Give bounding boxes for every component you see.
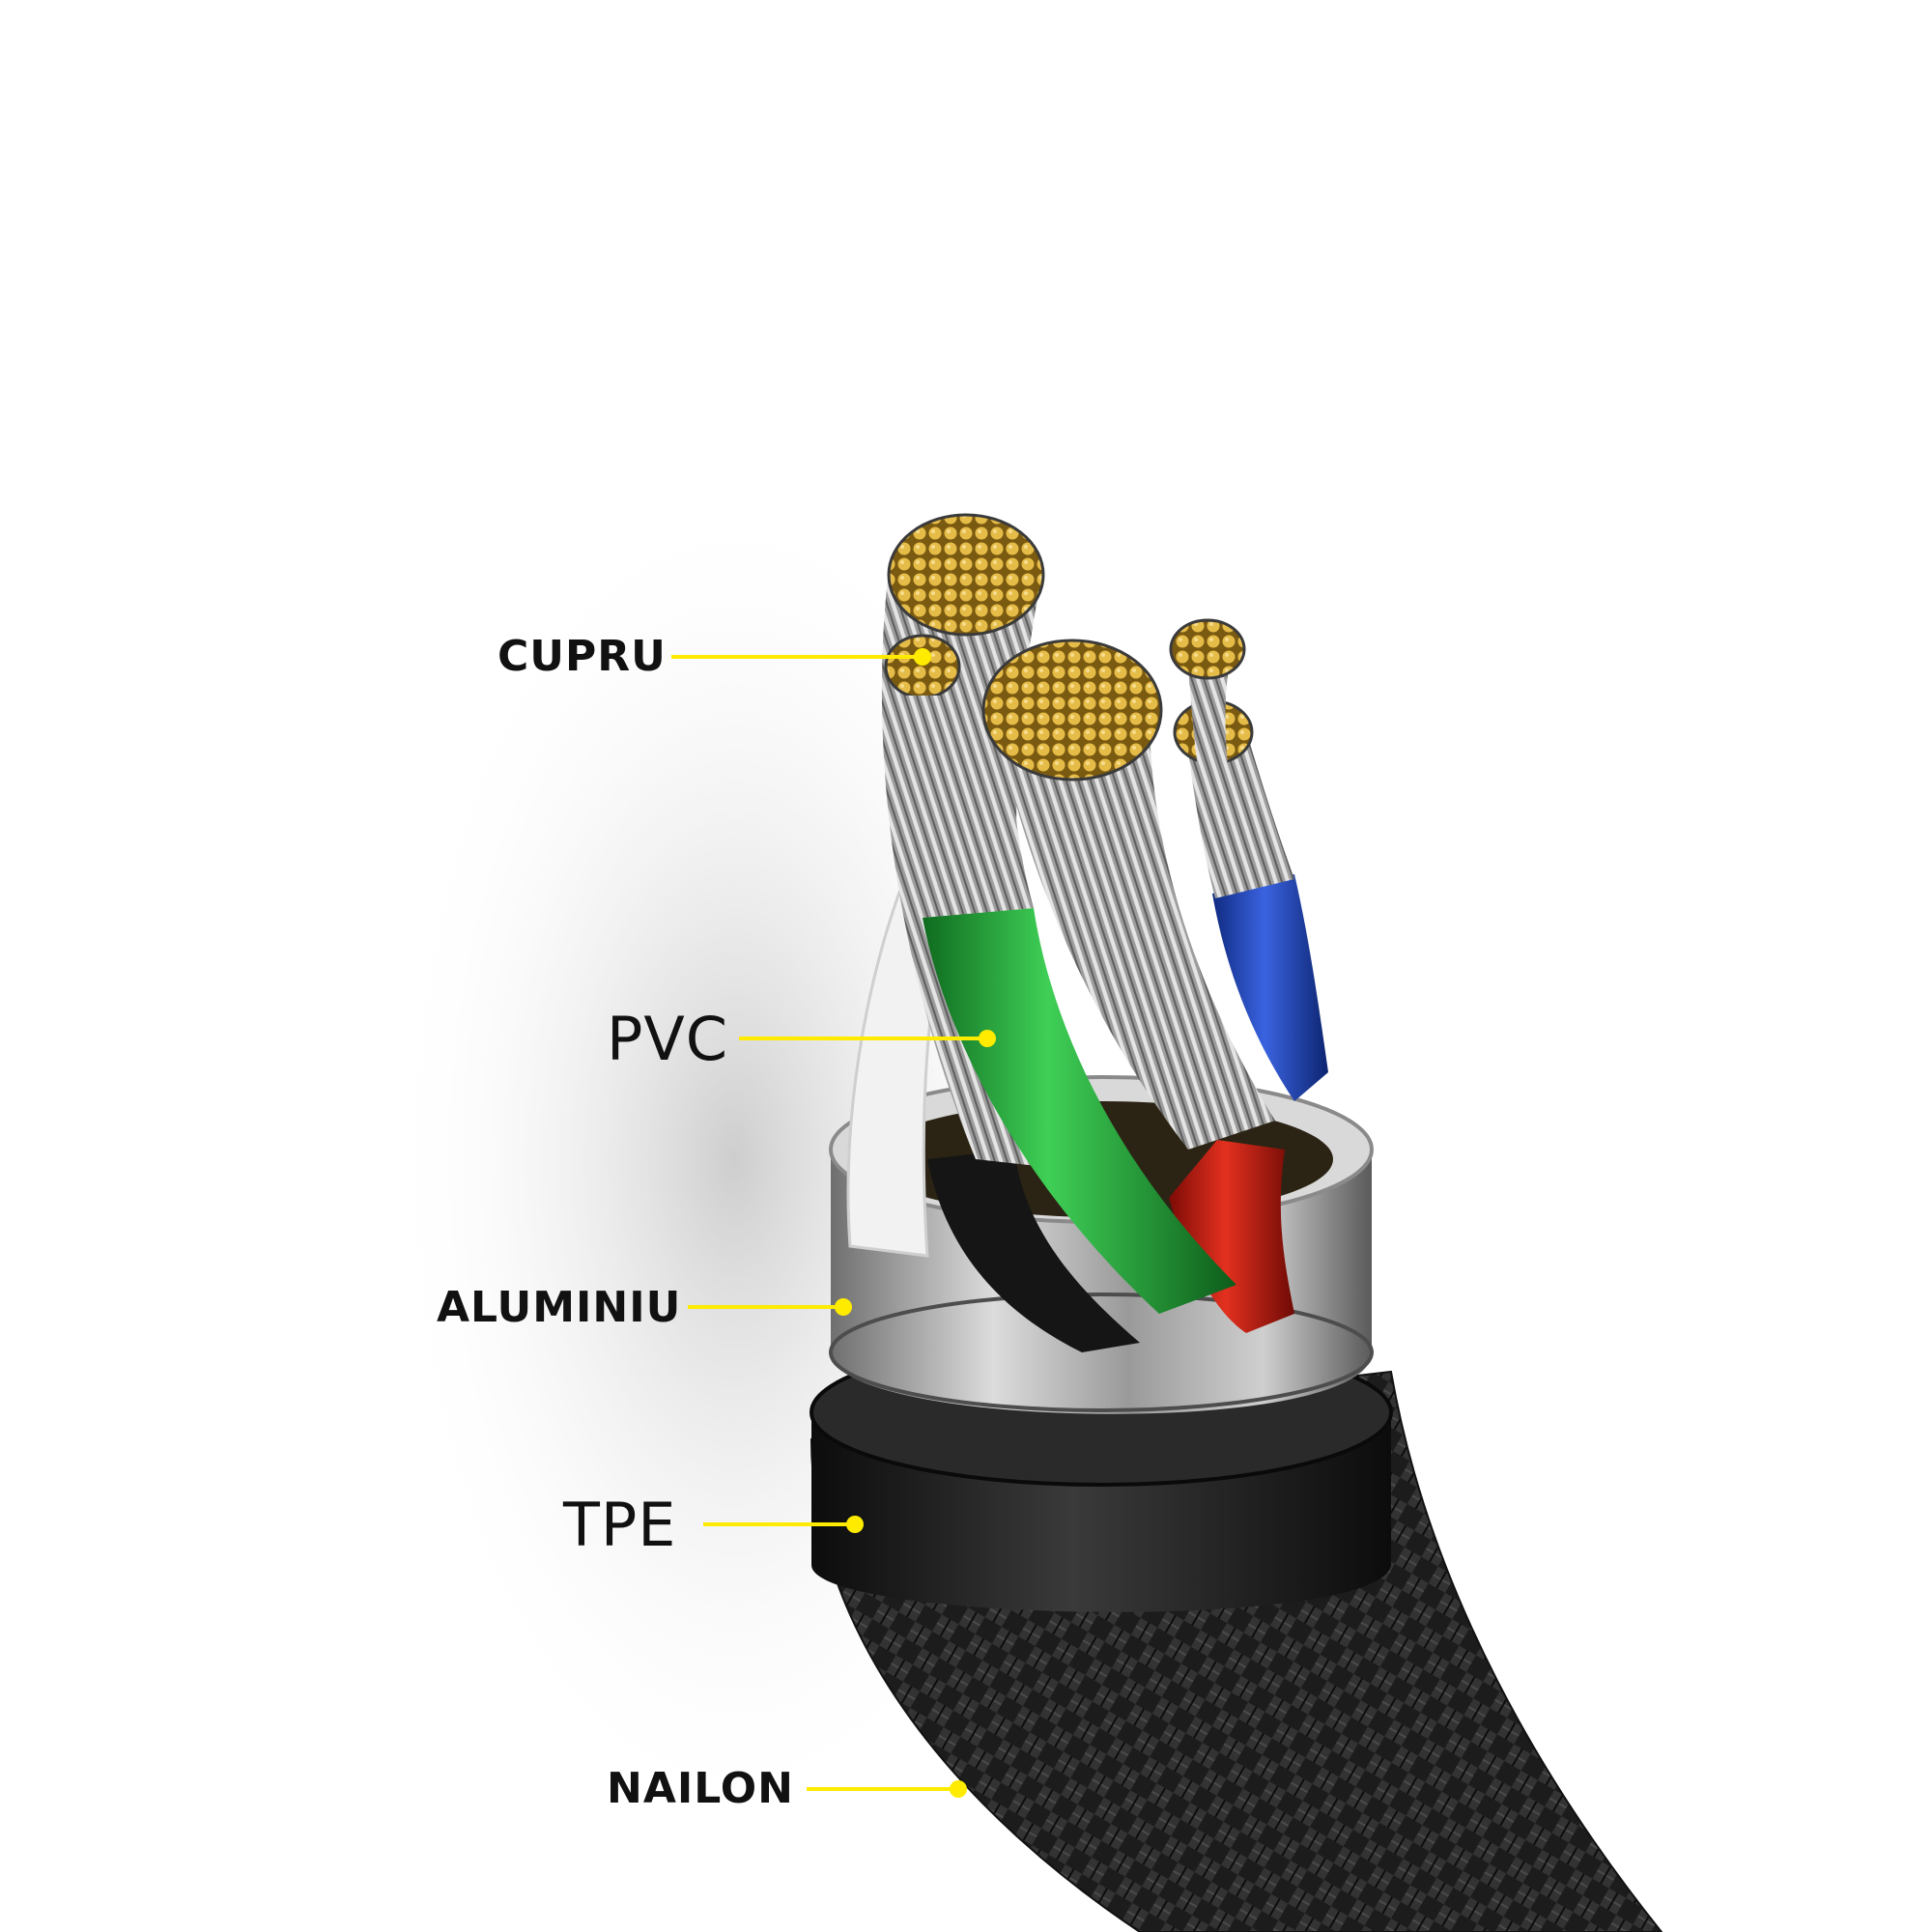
leader-aluminiu (688, 1298, 852, 1316)
label-cupru: CUPRU (497, 632, 667, 681)
leader-pvc (739, 1030, 996, 1047)
leader-nailon (807, 1780, 967, 1798)
leader-tpe (703, 1516, 864, 1533)
leader-cupru (671, 648, 931, 666)
middle-strand-bundle (995, 715, 1275, 1150)
aluminium-sleeve-base-edge (829, 1293, 1374, 1412)
thin-wire-copper-end (1169, 618, 1246, 680)
label-aluminiu: ALUMINIU (437, 1283, 682, 1332)
label-nailon: NAILON (607, 1764, 794, 1813)
black-wire (927, 1150, 1140, 1352)
green-wire (923, 908, 1236, 1314)
thin-wire-strands (1188, 667, 1232, 802)
label-pvc: PVC (607, 1004, 729, 1074)
left-bundle-copper-end (887, 513, 1045, 637)
red-wire (1169, 1140, 1294, 1333)
left-small-copper-end (884, 634, 961, 699)
label-tpe: TPE (563, 1490, 677, 1560)
blue-wire (1212, 874, 1328, 1101)
middle-bundle-copper-end (981, 639, 1163, 781)
